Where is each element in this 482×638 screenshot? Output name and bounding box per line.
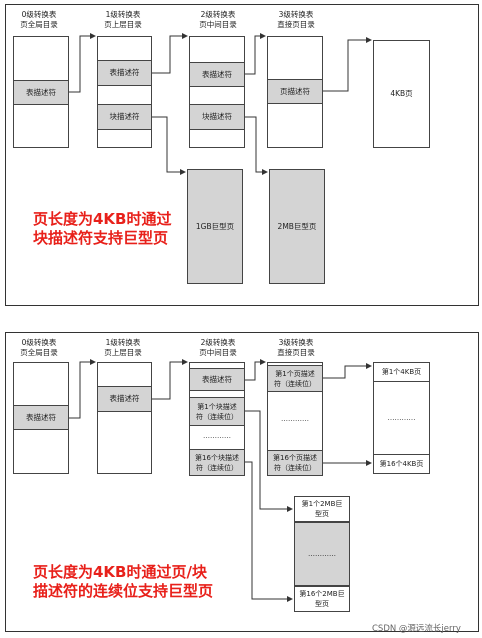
p2-l2-first-to-2mb: [245, 410, 293, 512]
panel2-level3-first-page-descriptor: 第1个页描述 符（连续位）: [267, 365, 323, 392]
panel2-level3-last-page-descriptor: 第16个页描述 符（连续位）: [267, 450, 323, 476]
panel2-first-4kb-page: 第1个4KB页: [373, 362, 430, 382]
panel1-header-level2: 2级转换表 页中间目录: [199, 10, 237, 29]
panel1-header-level1: 1级转换表 页上层目录: [104, 10, 142, 29]
panel2-header-level3: 3级转换表 直接页目录: [277, 338, 315, 357]
panel2-first-2mb-page: 第1个2MB巨 型页: [294, 496, 350, 522]
panel2-level3-dots: …………: [281, 415, 309, 423]
p2-l0-to-l1: [69, 359, 96, 419]
p2-l2-last-to-2mb: [245, 461, 293, 602]
p2-l3-first-to-4kb: [323, 363, 372, 379]
panel2-caption-line1: 页长度为4KB时通过页/块: [33, 563, 207, 581]
panel1-header-level3: 3级转换表 直接页目录: [277, 10, 315, 29]
panel2-level2-first-block-descriptor: 第1个块描述 符（连续位）: [189, 397, 245, 426]
p2-l1-to-l2: [152, 359, 188, 400]
panel2-level0-table-descriptor: 表描述符: [13, 405, 69, 430]
panel1-4kb-page-label: 4KB页: [390, 89, 413, 98]
panel1-level3-page-descriptor: 页描述符: [267, 79, 323, 104]
panel2-last-2mb-page: 第16个2MB巨 型页: [294, 586, 350, 612]
panel1-level2-block-descriptor: 块描述符: [189, 104, 245, 130]
panel1-header-level0: 0级转换表 页全局目录: [20, 10, 58, 29]
panel2-header-level1: 1级转换表 页上层目录: [104, 338, 142, 357]
panel1-caption-line1: 页长度为4KB时通过: [33, 210, 172, 228]
panel2-header-level0: 0级转换表 页全局目录: [20, 338, 58, 357]
p1-l1-to-l2: [152, 33, 188, 74]
footer-watermark: CSDN @源远流长jerry: [372, 624, 461, 634]
panel1-2mb-huge-page: 2MB巨型页: [269, 169, 325, 284]
panel2-last-4kb-page: 第16个4KB页: [373, 454, 430, 474]
panel2-level1-table: [97, 362, 152, 474]
panel2-header-level2: 2级转换表 页中间目录: [199, 338, 237, 357]
panel1-1gb-huge-page: 1GB巨型页: [187, 169, 243, 284]
p1-l2-to-l3: [245, 33, 266, 75]
panel2-caption-line2: 描述符的连续位支持巨型页: [33, 582, 214, 600]
panel1-level0-table-descriptor: 表描述符: [13, 80, 69, 105]
panel1-4kb-page: [373, 40, 430, 148]
p1-l0-to-l1: [69, 33, 96, 93]
panel2-level2-table-descriptor: 表描述符: [189, 368, 245, 391]
panel2-4kb-dots: …………: [387, 414, 416, 422]
panel2-2mb-dots-area: …………: [294, 522, 350, 586]
p1-l2-block-to-2mb: [245, 116, 268, 175]
panel1-caption-line2: 块描述符支持巨型页: [33, 229, 169, 247]
panel1-level2-table-descriptor: 表描述符: [189, 62, 245, 87]
panel2-level2-last-block-descriptor: 第16个块描述 符（连续位）: [189, 449, 245, 476]
p2-l2-to-l3: [245, 359, 266, 381]
panel1-level1-table-descriptor: 表描述符: [97, 60, 152, 86]
panel2-level2-dots: …………: [203, 432, 231, 440]
p1-l3-to-4kb: [323, 37, 372, 92]
panel2-level1-table-descriptor: 表描述符: [97, 386, 152, 412]
p1-l1-block-to-1gb: [152, 116, 186, 175]
panel1-level1-block-descriptor: 块描述符: [97, 104, 152, 130]
